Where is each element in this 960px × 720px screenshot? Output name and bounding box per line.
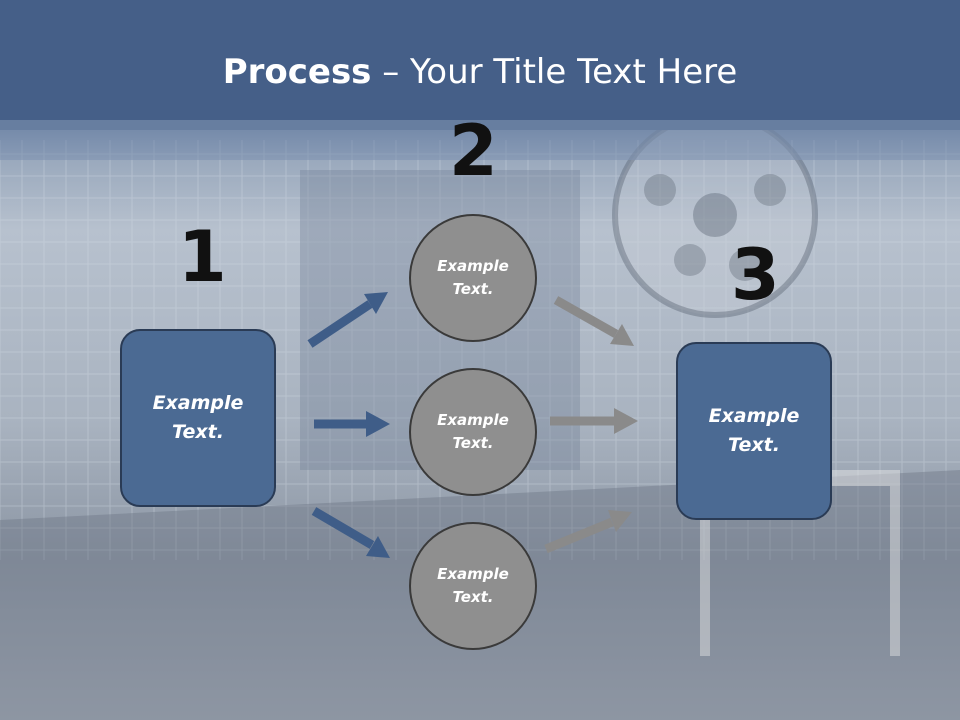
step-1-text: Example Text. [152,392,244,443]
step-number-1: 1 [178,216,227,298]
arrow-to-circle-bottom [311,507,390,558]
step-number-3: 3 [731,234,780,316]
step-number-2: 2 [449,110,498,192]
title-bold: Process [222,52,372,92]
step-3-box[interactable]: Example Text. [676,342,832,520]
arrow-from-circle-top [553,296,634,346]
arrow-to-circle-middle [314,411,390,437]
step-3-text: Example Text. [708,405,800,456]
arrow-from-circle-middle [550,408,638,434]
slide-title: Process – Your Title Text Here [0,52,960,92]
circle-bottom-text: Example Text. [437,565,509,606]
circle-top[interactable]: Example Text. [409,214,537,342]
circle-middle[interactable]: Example Text. [409,368,537,496]
circle-middle-text: Example Text. [437,411,509,452]
title-rest: – Your Title Text Here [371,52,738,92]
circle-bottom[interactable]: Example Text. [409,522,537,650]
circle-top-text: Example Text. [437,257,509,298]
arrow-to-circle-top [307,292,388,348]
step-1-box[interactable]: Example Text. [120,329,276,507]
arrow-from-circle-bottom [544,510,632,554]
